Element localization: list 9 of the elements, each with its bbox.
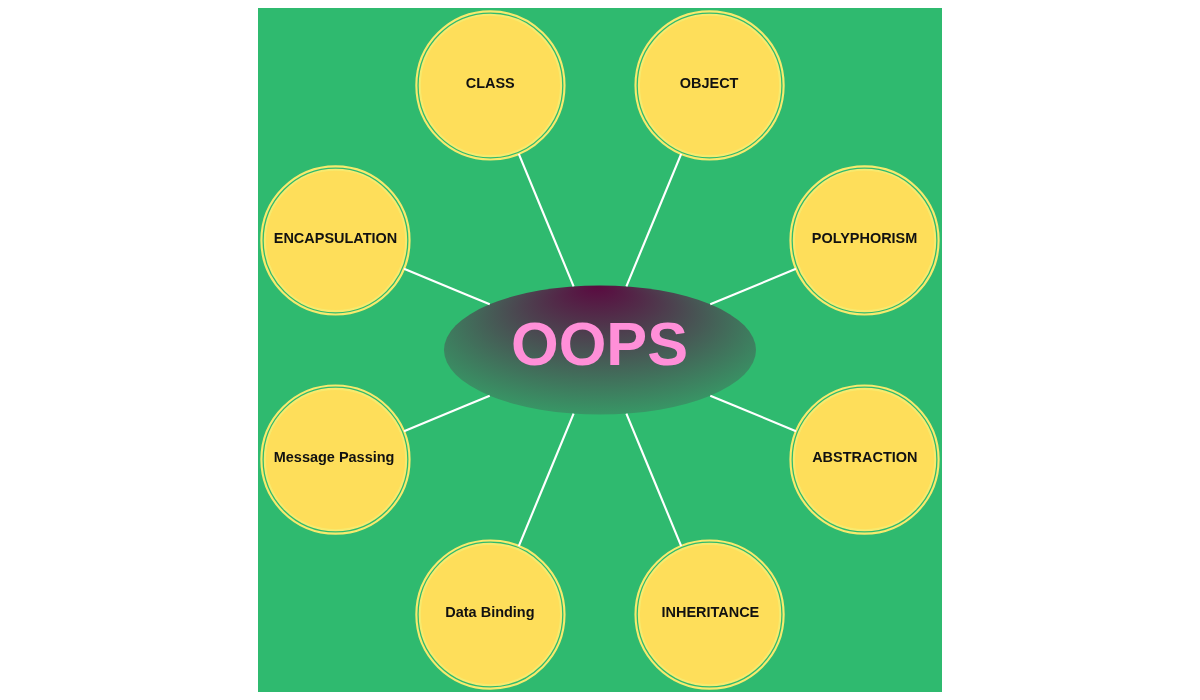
connector [625,413,683,547]
connector [403,267,491,306]
node-ellipse: OOPS [443,285,757,415]
connector [517,153,575,287]
connector [403,394,491,433]
connector [517,413,575,547]
connector [709,267,797,306]
connector [625,153,683,287]
connector [709,394,797,433]
